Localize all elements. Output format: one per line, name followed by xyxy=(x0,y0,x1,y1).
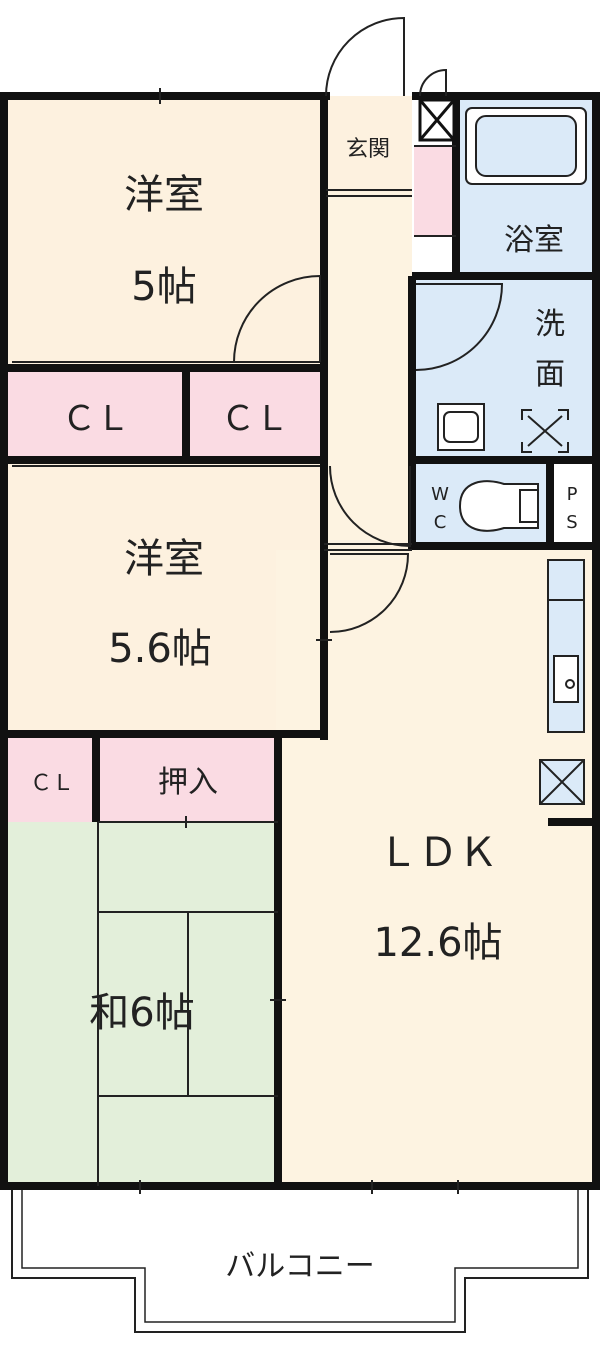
bath-label: 浴室 xyxy=(504,223,564,258)
ldk-name: ＬＤＫ xyxy=(378,830,498,876)
washbasin-icon xyxy=(437,403,485,451)
western-room-2-name: 洋室 xyxy=(124,536,204,582)
oshiire xyxy=(98,734,276,822)
washroom-label-2: 面 xyxy=(535,357,565,392)
entrance-label: 玄関 xyxy=(346,137,390,162)
kitchen-counter-icon xyxy=(547,559,585,733)
western-room-2-size: 5.6帖 xyxy=(108,626,212,672)
hallway xyxy=(324,190,412,550)
closet-c-label: ＣＬ xyxy=(30,771,74,796)
washitsu-label: 和6帖 xyxy=(89,990,194,1036)
closet-b-label: ＣＬ xyxy=(221,399,289,439)
western-room-2 xyxy=(8,460,324,734)
closet-a-label: ＣＬ xyxy=(62,399,130,439)
wc-label-2: C xyxy=(434,512,447,533)
entrance xyxy=(326,96,412,192)
washing-machine-pan-icon xyxy=(521,409,569,453)
wc-label-1: W xyxy=(431,484,449,505)
ldk-size: 12.6帖 xyxy=(373,920,502,966)
window-marks xyxy=(139,88,459,1194)
ldk xyxy=(276,550,592,1186)
doors xyxy=(233,16,504,633)
western-room-1 xyxy=(8,96,324,368)
bathtub-icon xyxy=(465,107,587,185)
meter-box xyxy=(418,98,456,142)
fridge-space-icon xyxy=(539,759,585,805)
washroom-label-1: 洗 xyxy=(535,307,565,342)
closet-a xyxy=(8,368,184,460)
closet-c xyxy=(8,734,94,822)
balcony-label: バルコニー xyxy=(225,1249,374,1284)
toilet-icon xyxy=(458,480,539,532)
balcony xyxy=(11,1186,589,1333)
genkan-step xyxy=(414,146,456,236)
washitsu xyxy=(8,822,276,1186)
ps xyxy=(552,464,592,546)
walls xyxy=(0,92,600,1190)
western-room-1-size: 5帖 xyxy=(131,264,196,310)
oshiire-label: 押入 xyxy=(158,765,218,800)
western-room-1-name: 洋室 xyxy=(124,172,204,218)
ps-label-2: S xyxy=(566,512,577,533)
closet-b xyxy=(188,368,324,460)
ps-label-1: P xyxy=(567,484,578,505)
